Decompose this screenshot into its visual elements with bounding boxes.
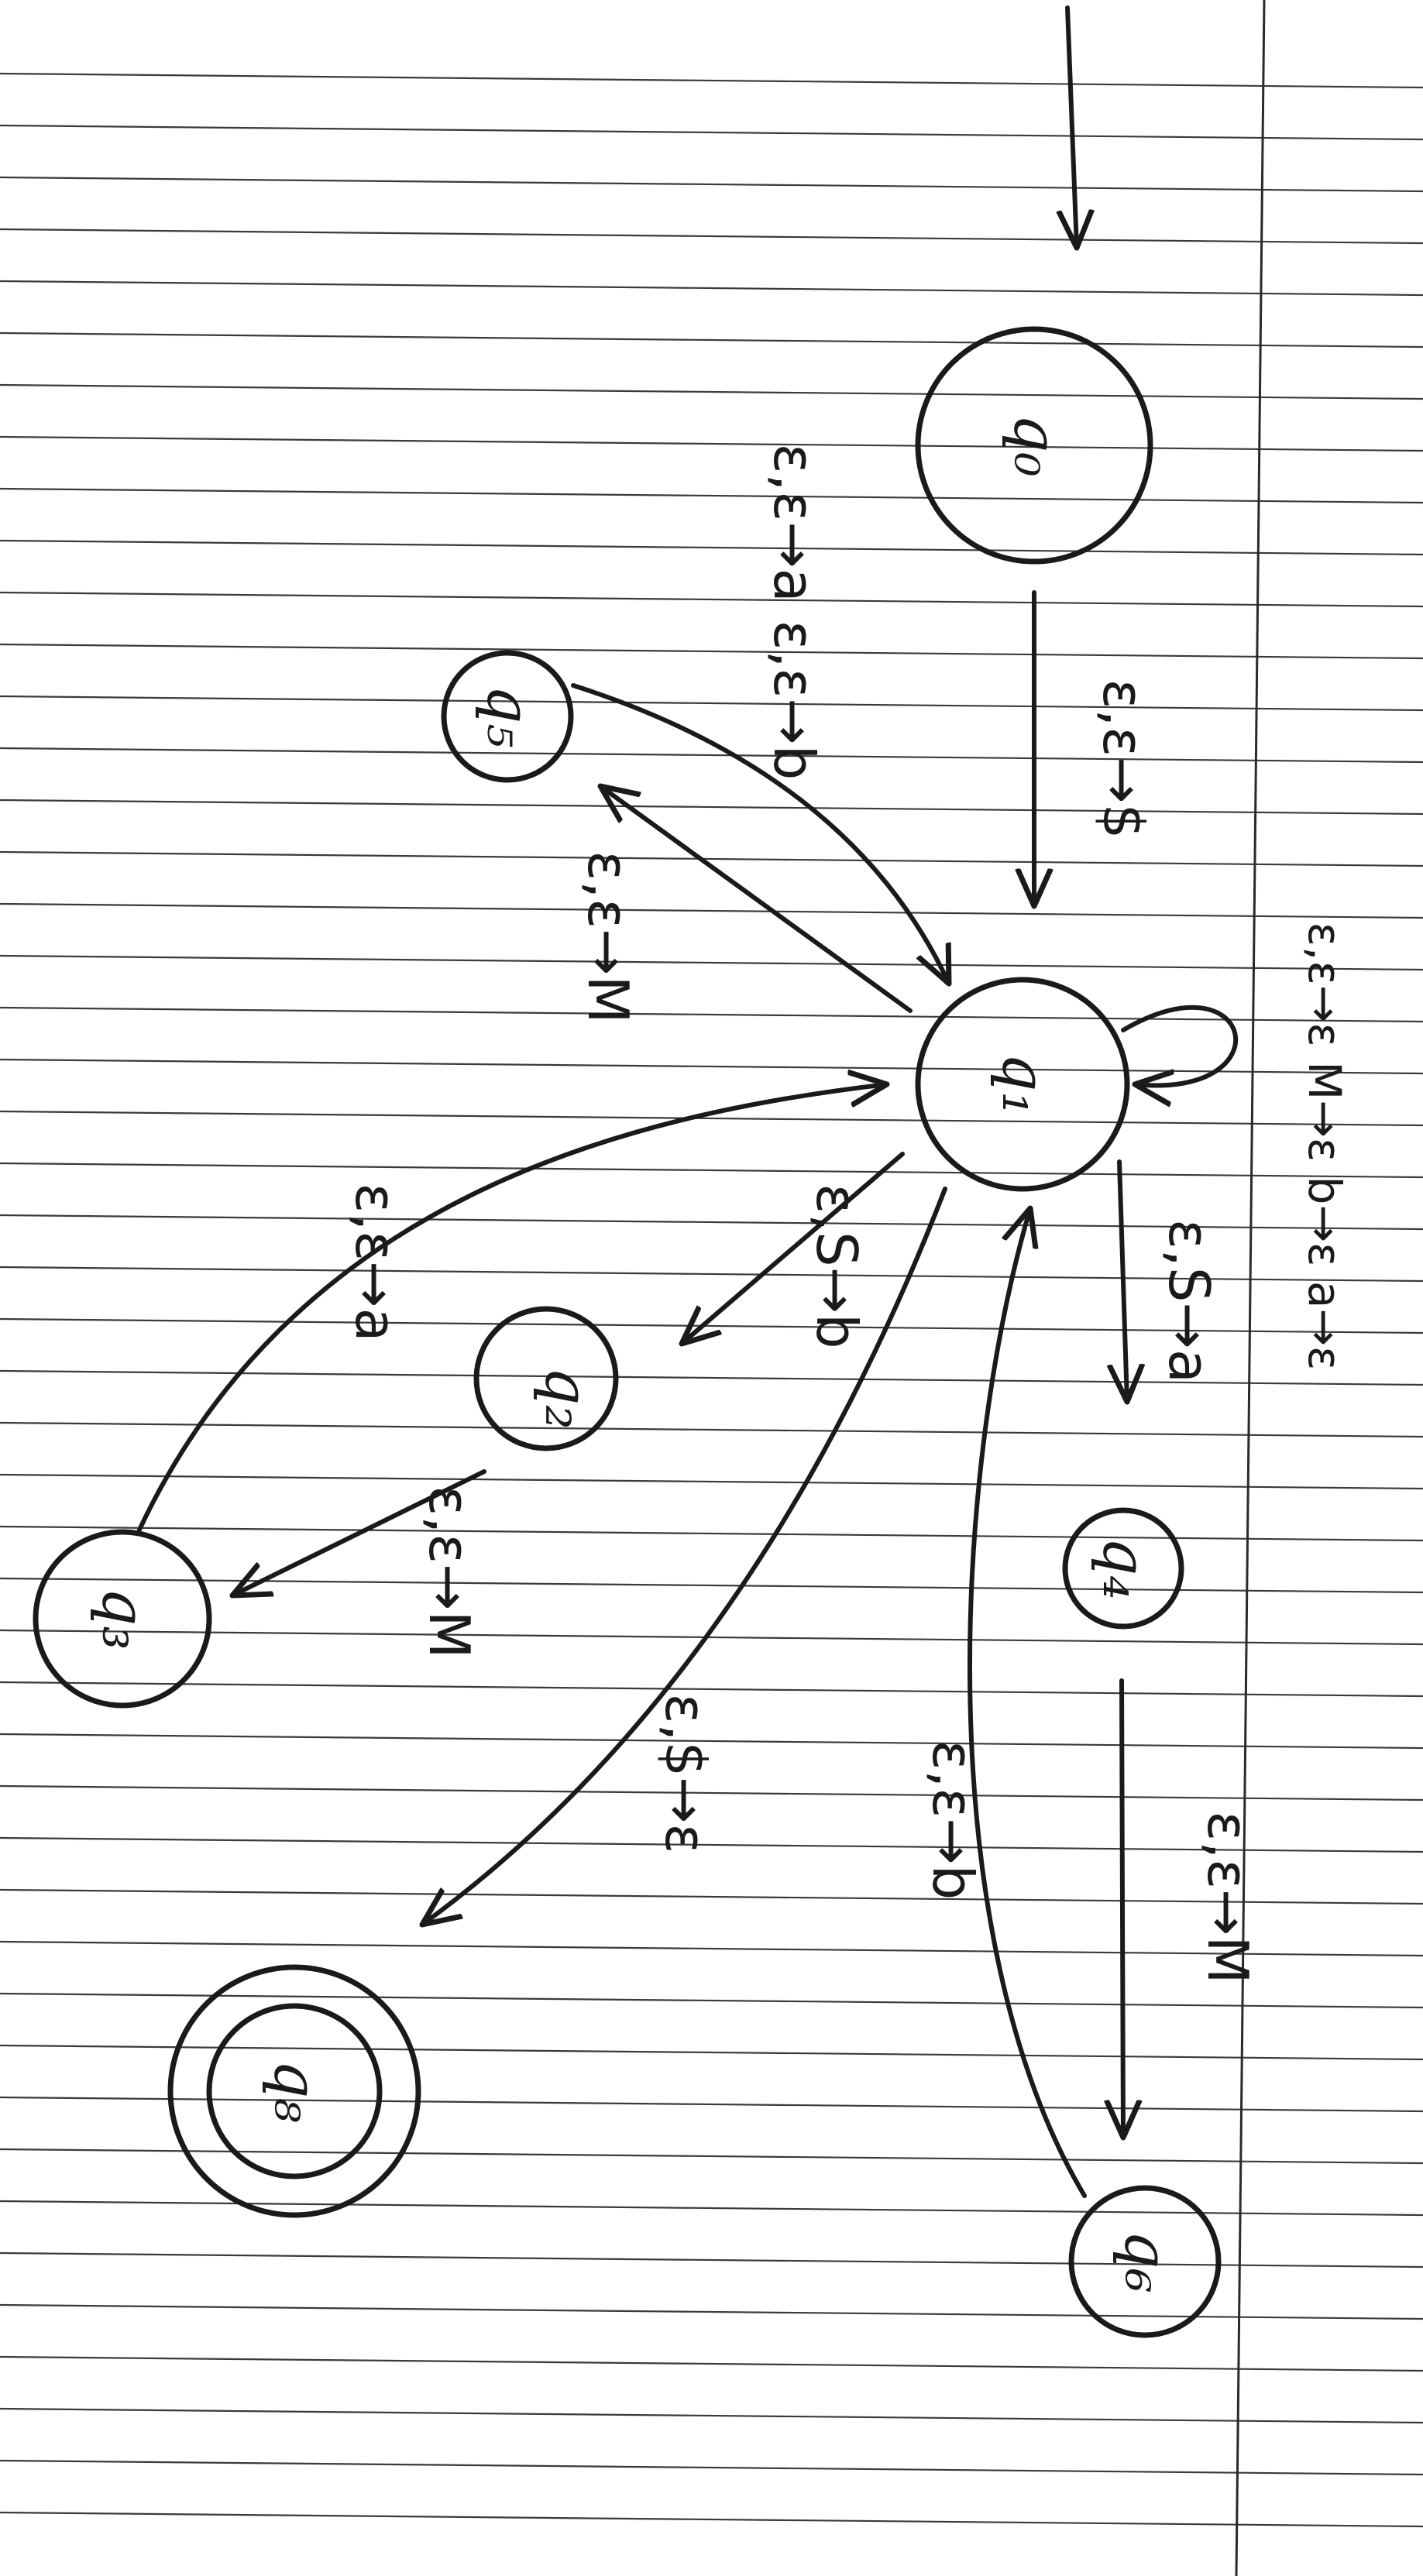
notebook-rule-line [0,2459,1423,2476]
edge-upper-to-hub [571,683,949,984]
notebook-rule-line [0,591,1423,608]
state-label: q₁ [988,1053,1058,1115]
notebook-rule-line [0,2148,1423,2165]
edge-hub-to-upper [600,786,913,1013]
notebook-rule-line [0,2044,1423,2061]
notebook-rule-line [0,2096,1423,2113]
notebook-rule-line [0,1784,1423,1801]
notebook-rule-line [0,383,1423,400]
state-label: q₆ [1111,2230,1181,2293]
notebook-rule-line [0,1473,1423,1490]
notebook-rule-line [0,1266,1423,1283]
state-label: q₈ [260,2059,330,2122]
notebook-rule-line [0,1162,1423,1179]
state-node-far: q₃ [33,1529,212,1709]
notebook-rule-line [0,72,1423,89]
notebook-rule-line [0,643,1423,660]
state-node-right: q₄ [1062,1507,1184,1630]
notebook-rule-line [0,902,1423,919]
edge-label-hub-accept: ε,$→ε [653,1694,718,1854]
notebook-rule-line [0,1992,1423,2009]
notebook-rule-line [0,2303,1423,2320]
notebook-rule-line [0,539,1423,556]
edge-label-right-bottom: ε,ε→M [1195,1811,1260,1984]
state-label: q₄ [1089,1537,1159,1599]
notebook-rule-line [0,1836,1423,1853]
notebook-rule-line [0,799,1423,816]
edge-label-hub-right: ε,S→a [1157,1219,1222,1383]
notebook-rule-line [0,1110,1423,1127]
notebook-rule-line [0,1733,1423,1750]
state-label: q₃ [88,1587,158,1650]
edge-bottom-to-hub [968,1208,1087,2198]
notebook-rule-line [0,124,1423,141]
notebook-rule-line [0,176,1423,193]
notebook-rule-line [0,1940,1423,1957]
edge-label-hub-mid: ε,S→b [804,1183,869,1349]
state-label: q₀ [1000,414,1070,476]
notebook-rule-line [0,228,1423,245]
state-node-upper: q₅ [441,650,574,783]
edge-right-to-bottom [1122,1678,1123,2138]
edge-label-bottom-hub: ε,ε→b [920,1740,985,1901]
state-node-start: q₀ [915,326,1153,565]
notebook-rule-line [0,331,1423,349]
notebook-rule-line [0,2407,1423,2424]
notebook-rule-line [0,280,1423,297]
notebook-rule-line [0,1577,1423,1594]
paper-margin-line [1235,0,1266,2576]
notebook-rule-line [0,1214,1423,1231]
state-label: q₂ [531,1366,601,1429]
notebook-rule-line [0,954,1423,971]
edge-hub-to-right [1119,1159,1127,1402]
edge-label-mid-far: ε,ε→M [417,1485,482,1658]
notebook-rule-line [0,2355,1423,2372]
start-arrow [1067,5,1077,248]
edge-label-hub-self: ε,ε→ε M→ε b→ε a→ε [1298,922,1351,1371]
notebook-rule-line [0,695,1423,712]
edge-hub-to-accept [422,1187,947,1925]
notebook-rule-line [0,747,1423,764]
edge-label-upper-hub: ε,ε→a ε,ε→b [761,444,827,781]
notebook-rule-line [0,2251,1423,2269]
notebook-rule-line [0,1006,1423,1023]
notebook-rule-line [0,850,1423,867]
edge-label-hub-upper: ε,ε→M [576,850,641,1023]
edge-far-to-hub [137,1084,887,1532]
state-node-bottom: q₆ [1068,2185,1222,2338]
edge-label-start: ε,ε→$ [1091,679,1156,840]
notebook-rule-line [0,487,1423,504]
notebook-rule-line [0,1525,1423,1542]
notebook-rule-line [0,435,1423,452]
notebook-rule-line [0,1058,1423,1075]
edge-hub-self-loop [1121,1005,1238,1086]
notebook-rule-line [0,2200,1423,2217]
notebook-rule-line [0,1421,1423,1438]
state-node-mid: q₂ [473,1306,619,1451]
notebook-rule-line [0,1681,1423,1698]
state-label: q₅ [473,685,543,747]
edge-mid-to-far [232,1469,486,1595]
notebook-rule-line [0,1888,1423,1905]
notebook-rule-line [0,2511,1423,2528]
edge-label-far-hub: ε,ε→a [343,1183,408,1341]
state-node-accept[interactable]: q₈ [167,1964,421,2218]
state-node-hub: q₁ [915,977,1130,1192]
notebook-rule-line [0,1629,1423,1646]
edge-hub-to-mid [682,1152,905,1344]
